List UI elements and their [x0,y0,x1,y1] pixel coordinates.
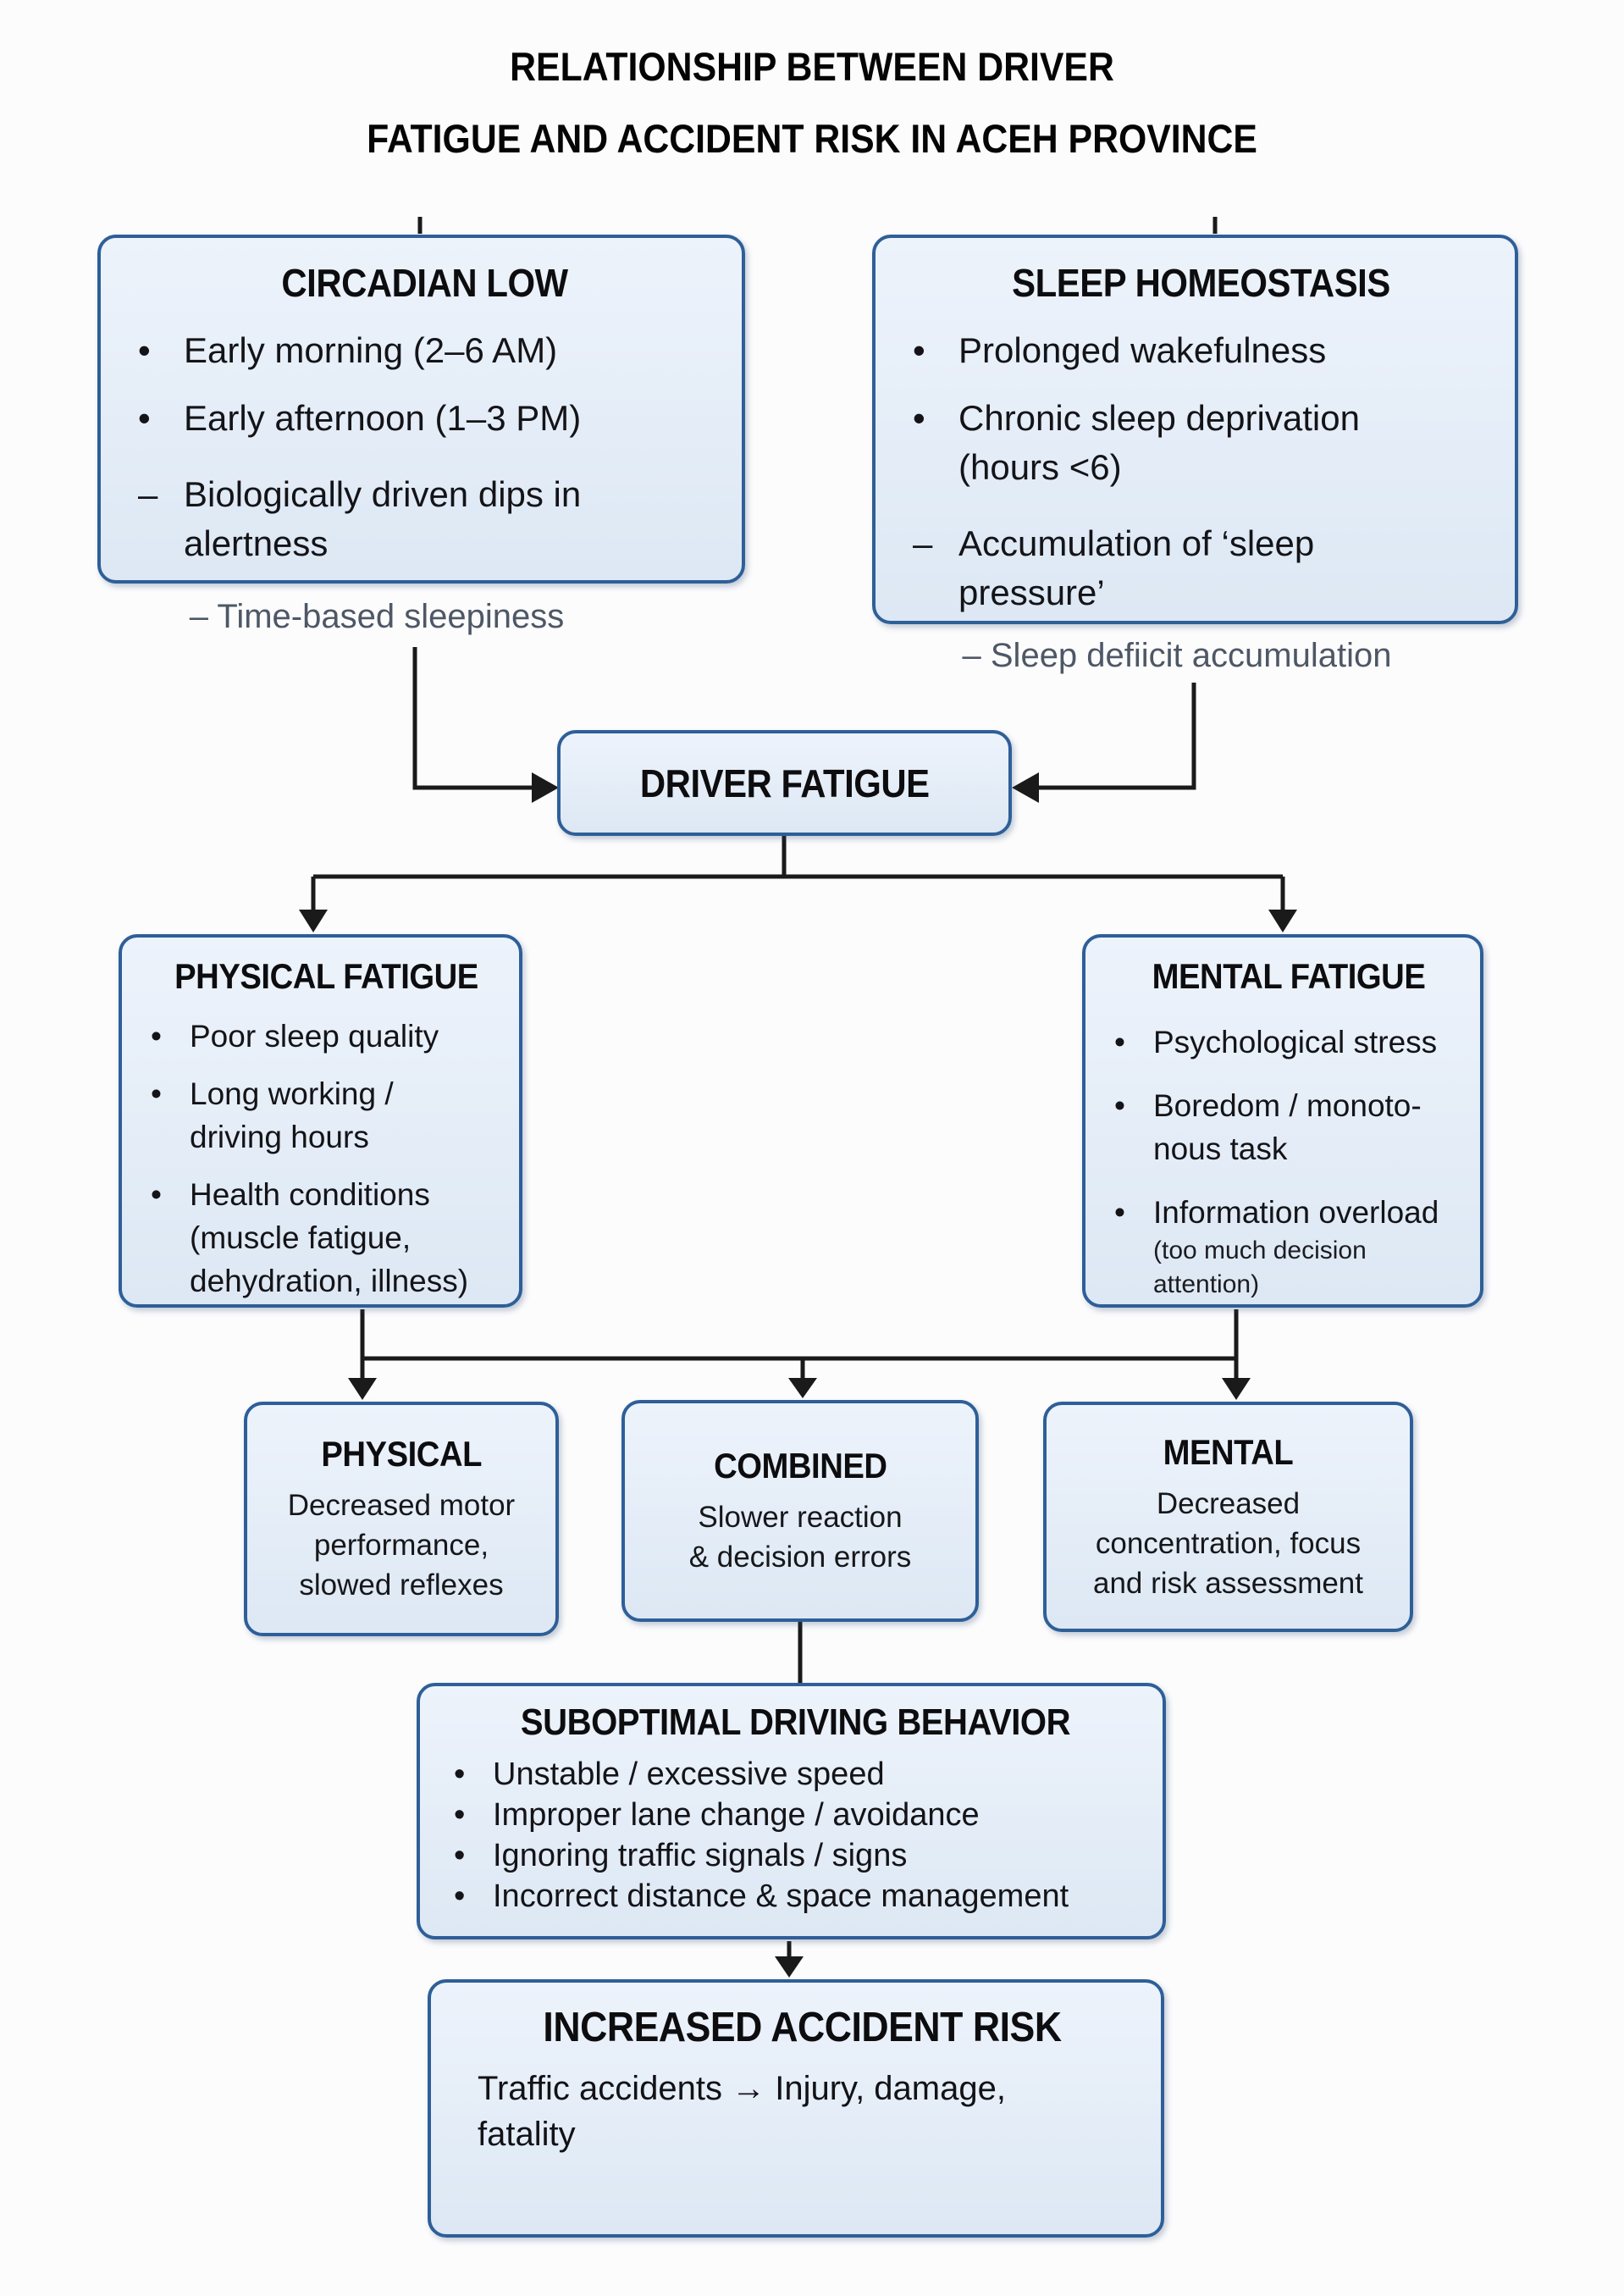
list-item-text: (muscle fatigue, [190,1220,412,1255]
arrowhead-into-physical-fatigue [299,910,328,932]
list-item-text: (hours <6) [958,447,1122,487]
list-item-text: Improper lane change / avoidance [493,1797,980,1833]
list-item-text: pressure’ [958,573,1105,612]
sleep-homeostasis-title: SLEEP HOMEOSTASIS [1012,261,1390,305]
list-item-text: Biologically driven dips in [184,474,582,514]
list-item: • Health conditions (muscle fatigue, deh… [151,1173,502,1303]
mental-result-text: Decreased concentration, focus and risk … [1092,1486,1364,1600]
list-item-text: Accumulation of ‘sleep [958,523,1315,563]
physical-result-title: PHYSICAL [321,1434,482,1474]
driver-fatigue-title: DRIVER FATIGUE [639,761,930,805]
sleep-note: – Sleep defiicit accumulation [962,637,1392,674]
combined-result-text: Slower reaction & decision errors [688,1501,912,1574]
bullet-marker: • [138,398,151,438]
circadian-note: – Time-based sleepiness [189,598,565,635]
mental-result-box: MENTAL Decreased concentration, focus an… [1043,1402,1413,1632]
list-item-text: Chronic sleep deprivation [958,398,1360,438]
page-title-line2: FATIGUE AND ACCIDENT RISK IN ACEH PROVIN… [367,116,1257,161]
arrowhead-into-mental [1222,1378,1251,1400]
arrowhead-into-driver-right [1012,772,1039,803]
increased-risk-title: INCREASED ACCIDENT RISK [543,2005,1062,2050]
list-item: • Incorrect distance & space management [454,1876,1137,1917]
increased-accident-risk-box: INCREASED ACCIDENT RISK Traffic accident… [428,1979,1164,2238]
list-item-text: Psychological stress [1153,1025,1438,1059]
bullet-marker: • [138,330,151,370]
physical-result-box: PHYSICAL Decreased motor performance, sl… [244,1402,559,1636]
combined-result-title: COMBINED [713,1446,887,1485]
list-item: • Information overload (too much decisio… [1114,1191,1463,1302]
list-item: – Accumulation of ‘sleep pressure’ [913,519,1489,617]
sleep-homeostasis-box: SLEEP HOMEOSTASIS • Prolonged wakefulnes… [872,235,1518,624]
list-item-text: driving hours [190,1120,369,1154]
bullet-marker: • [454,1797,466,1833]
list-item-text: nous task [1153,1131,1288,1166]
page-title-line1: RELATIONSHIP BETWEEN DRIVER [510,44,1114,89]
page-title: RELATIONSHIP BETWEEN DRIVER FATIGUE AND … [0,30,1624,174]
list-item-text: Long working / [190,1076,394,1111]
list-item: – Biologically driven dips in alertness [138,470,711,568]
arrowhead-into-mental-fatigue [1268,910,1297,932]
list-item-text: Incorrect distance & space management [493,1878,1069,1914]
bullet-marker: • [913,398,925,438]
mental-fatigue-title: MENTAL FATIGUE [1152,956,1426,996]
arrowhead-into-combined [788,1378,817,1398]
suboptimal-driving-behavior-box: SUBOPTIMAL DRIVING BEHAVIOR • Unstable /… [417,1683,1166,1939]
driver-fatigue-box: DRIVER FATIGUE [557,730,1012,836]
list-item-text: Boredom / monoto- [1153,1088,1422,1123]
list-item-text: Information overload [1153,1195,1439,1230]
list-item: • Prolonged wakefulness [913,326,1489,375]
suboptimal-title: SUBOPTIMAL DRIVING BEHAVIOR [520,1701,1071,1743]
bullet-marker: • [454,1757,466,1792]
list-item-text: Ignoring traffic signals / signs [493,1838,908,1873]
list-item: • Psychological stress [1114,1021,1463,1064]
list-item-text: dehydration, illness) [190,1264,469,1298]
dash-marker: – [138,474,158,514]
list-item-text: alertness [184,523,329,563]
list-item: • Poor sleep quality [151,1015,502,1058]
mental-result-title: MENTAL [1163,1431,1294,1472]
list-item-text: Health conditions [190,1177,430,1212]
arrowhead-into-physical [348,1378,377,1400]
increased-risk-text: Traffic accidents → Injury, damage, fata… [478,2070,1006,2153]
list-item-text: Poor sleep quality [190,1019,439,1054]
bullet-marker: • [454,1878,466,1914]
bullet-marker: • [454,1838,466,1873]
list-item: • Early morning (2–6 AM) [138,326,711,375]
bullet-marker: • [1114,1195,1125,1230]
mental-fatigue-box: MENTAL FATIGUE • Psychological stress • … [1082,934,1483,1308]
arrowhead-into-driver-left [532,772,559,803]
list-item: • Boredom / monoto- nous task [1114,1084,1463,1170]
circadian-to-driver-line [412,647,532,790]
bullet-marker: • [151,1076,162,1111]
physical-fatigue-box: PHYSICAL FATIGUE • Poor sleep quality • … [119,934,522,1308]
list-item: • Early afternoon (1–3 PM) [138,394,711,443]
list-item-text: Unstable / excessive speed [493,1757,885,1792]
physical-fatigue-title: PHYSICAL FATIGUE [174,956,478,996]
list-item: • Chronic sleep deprivation (hours <6) [913,394,1489,492]
bullet-marker: • [913,330,925,370]
bullet-marker: • [1114,1088,1125,1123]
bullet-marker: • [1114,1025,1125,1059]
list-item: • Unstable / excessive speed [454,1754,1137,1795]
combined-result-box: COMBINED Slower reaction & decision erro… [621,1400,979,1622]
list-item: • Ignoring traffic signals / signs [454,1835,1137,1876]
list-item-text: Prolonged wakefulness [958,330,1327,370]
list-item-text: Early afternoon (1–3 PM) [184,398,582,438]
physical-result-text: Decreased motor performance, slowed refl… [287,1489,516,1602]
arrowhead-into-increased-risk [775,1956,804,1978]
list-item: • Improper lane change / avoidance [454,1795,1137,1835]
list-item-text: Early morning (2–6 AM) [184,330,558,370]
list-item-subnote: (too much decision attention) [1153,1237,1367,1298]
bullet-marker: • [151,1177,162,1212]
bullet-marker: • [151,1019,162,1054]
sleep-to-driver-line [1039,683,1196,790]
circadian-low-title: CIRCADIAN LOW [281,261,568,305]
list-item: • Long working / driving hours [151,1072,502,1159]
circadian-low-box: CIRCADIAN LOW • Early morning (2–6 AM) •… [97,235,745,584]
dash-marker: – [913,523,933,563]
